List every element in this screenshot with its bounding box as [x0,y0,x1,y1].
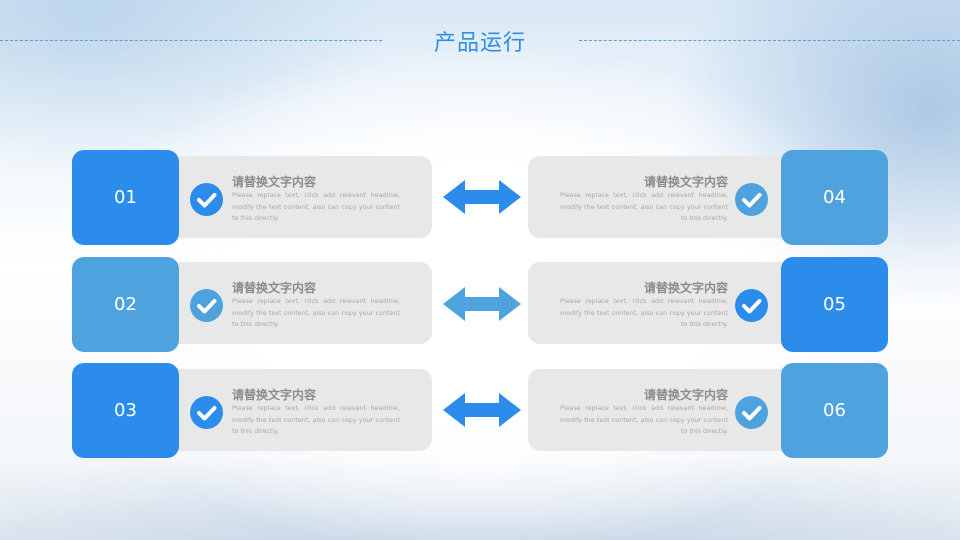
right-card-1-body: Please replace text, click add relevant … [560,191,728,223]
right-card-3-heading: 请替换文字内容 [643,388,728,402]
right-card-2-body: Please replace text, click add relevant … [560,297,728,329]
left-card-2-body: Please replace text, click add relevant … [232,297,400,329]
left-card-3-heading: 请替换文字内容 [232,388,317,402]
number-badge-02: 02 [72,257,179,352]
check-circle-icon [735,396,768,429]
page-title: 产品运行 [433,31,526,56]
left-card-1-body: Please replace text, click add relevant … [232,191,400,223]
left-card-1-heading: 请替换文字内容 [232,175,317,189]
number-badge-04: 04 [781,150,888,245]
left-card-2-heading: 请替换文字内容 [232,281,317,295]
title-divider-left [0,40,382,41]
double-arrow-icon [443,180,521,214]
number-badge-01: 01 [72,150,179,245]
check-circle-icon [735,289,768,322]
double-arrow-icon [443,393,521,427]
check-circle-icon [735,183,768,216]
left-card-3-body: Please replace text, click add relevant … [232,404,400,436]
right-card-1-heading: 请替换文字内容 [643,175,728,189]
double-arrow-icon [443,287,521,321]
number-badge-03: 03 [72,363,179,458]
right-card-3-body: Please replace text, click add relevant … [560,404,728,436]
check-circle-icon [190,183,223,216]
check-circle-icon [190,396,223,429]
title-divider-right [579,40,960,41]
check-circle-icon [190,289,223,322]
number-badge-05: 05 [781,257,888,352]
right-card-2-heading: 请替换文字内容 [643,281,728,295]
number-badge-06: 06 [781,363,888,458]
